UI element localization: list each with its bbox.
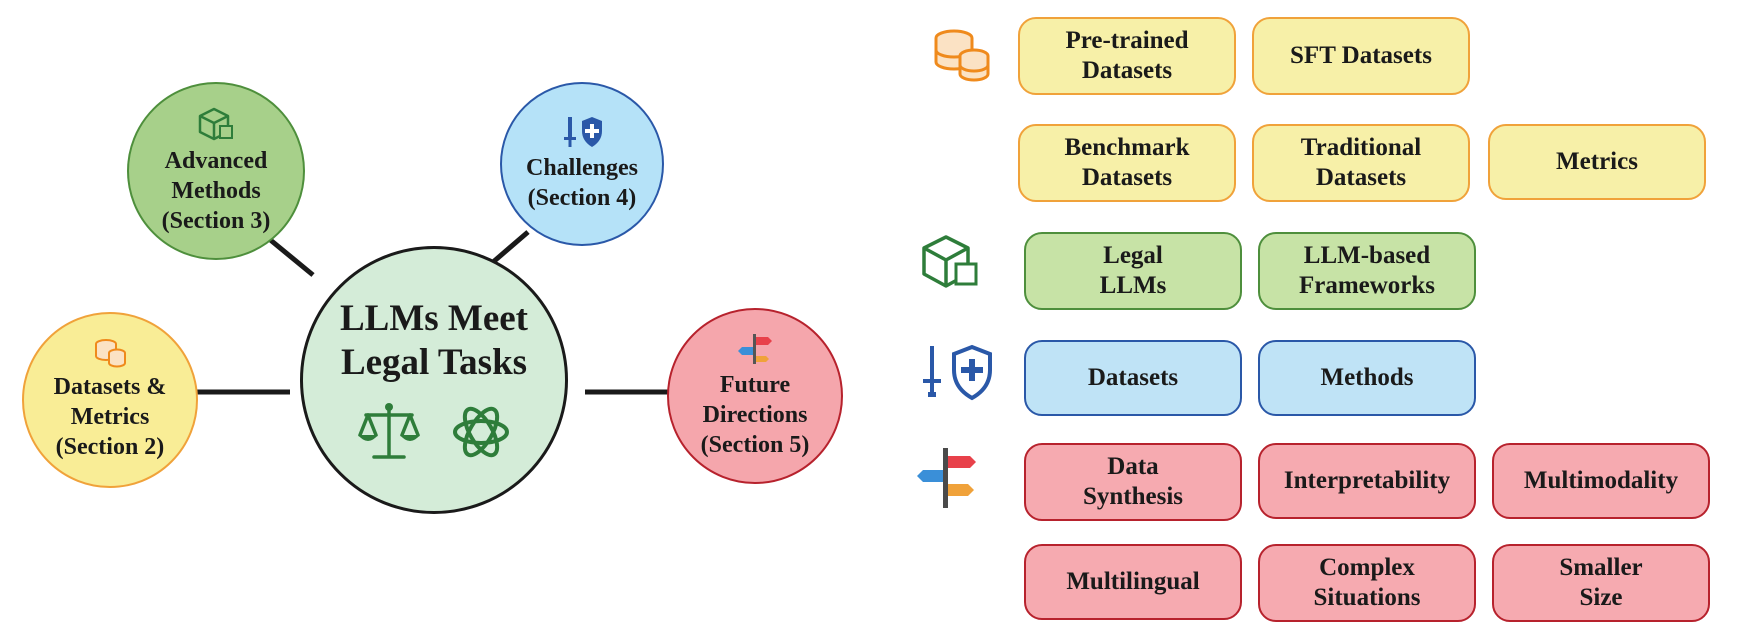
pill-text: Benchmark [1064,134,1190,161]
sword-shield-icon [923,344,992,401]
pill-text: Size [1579,584,1623,611]
circle-datasets-line2: Metrics [70,404,150,430]
pill-text: Synthesis [1082,483,1184,510]
pill-multilingual: Multilingual [1024,544,1242,620]
scales-icon [358,402,420,459]
pill-text: Traditional [1300,134,1422,161]
circle-challenges-line1: Challenges [525,155,638,181]
pill-metrics: Metrics [1488,124,1706,200]
circle-datasets-metrics: Datasets & Metrics (Section 2) [22,312,198,488]
pill-text: LLMs [1099,272,1167,299]
pill-challenge-datasets: Datasets [1024,340,1242,416]
circle-future-line3: (Section 5) [700,432,810,458]
pill-text: SFT Datasets [1290,42,1432,69]
pill-text: Pre-trained [1065,27,1189,54]
center-title-line1: LLMs Meet [339,298,529,340]
box-cube-icon [198,107,233,141]
center-title-line2: Legal Tasks [340,342,528,383]
sword-shield-icon [564,117,602,147]
signpost-icon [738,334,772,364]
pill-text: Smaller [1559,554,1643,581]
circle-challenges-line2: (Section 4) [527,185,637,211]
circle-future-line2: Directions [702,402,808,428]
pill-text: Interpretability [1283,467,1451,494]
pill-text: LLM-based [1303,242,1431,269]
pill-text: Legal [1103,242,1163,269]
pill-text: Datasets [1081,164,1173,191]
hub-diagram: LLMs Meet Legal Tasks [22,82,843,514]
circle-methods-line3: (Section 3) [161,208,271,234]
signpost-icon [917,448,976,508]
pill-text: Methods [1320,364,1414,391]
pill-text: Multimodality [1523,467,1679,494]
circle-future-line1: Future [719,372,791,398]
pill-sft-datasets: SFT Datasets [1252,17,1470,95]
openai-knot-icon [453,406,509,457]
circle-challenges: Challenges (Section 4) [500,82,664,246]
pill-text: Data [1107,453,1159,480]
pill-text: Datasets [1087,364,1179,391]
pill-multimodality: Multimodality [1492,443,1710,519]
pill-challenge-methods: Methods [1258,340,1476,416]
circle-methods-line1: Advanced [164,148,268,174]
pill-text: Metrics [1556,148,1638,175]
circle-future-directions: Future Directions (Section 5) [667,308,843,484]
pill-text: Complex [1319,554,1415,581]
connector-lines [195,230,668,395]
circle-datasets-line1: Datasets & [53,374,167,400]
circle-advanced-methods: Advanced Methods (Section 3) [127,82,305,260]
database-coins-icon [934,29,990,82]
pill-text: Frameworks [1298,272,1436,299]
box-cube-icon [922,235,978,288]
pill-text: Multilingual [1066,568,1200,595]
database-coins-icon [95,339,126,368]
circle-datasets-line3: (Section 2) [55,434,165,460]
pill-text: Datasets [1081,57,1173,84]
pill-interpretability: Interpretability [1258,443,1476,519]
pill-text: Datasets [1315,164,1407,191]
center-circle: LLMs Meet Legal Tasks [300,246,568,514]
pill-text: Situations [1313,584,1421,611]
circle-methods-line2: Methods [171,178,261,204]
connector-methods [266,236,315,277]
